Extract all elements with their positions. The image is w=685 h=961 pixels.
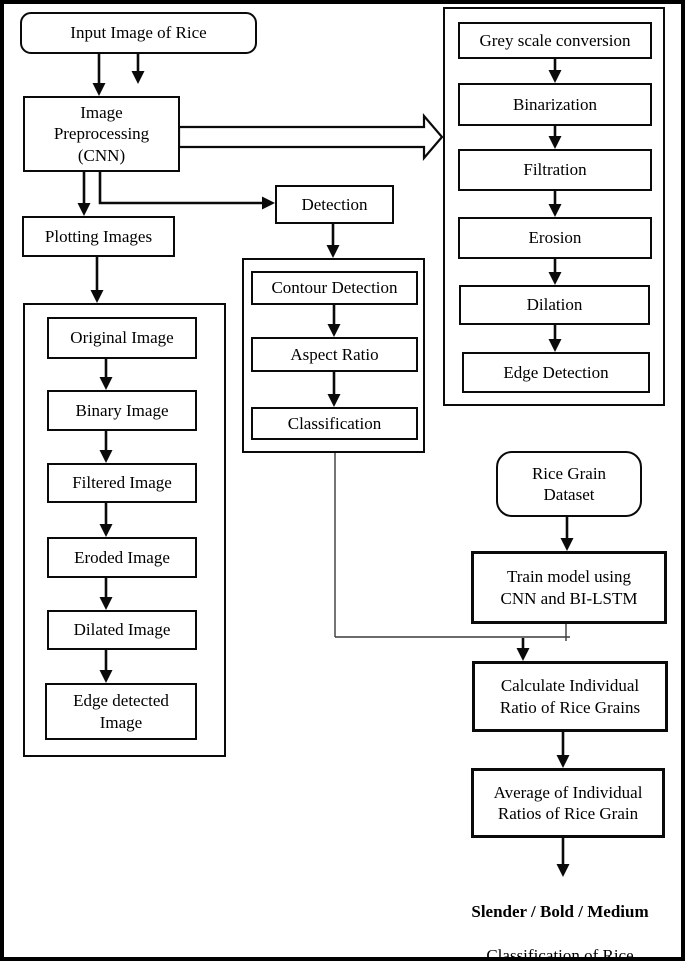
node-binary-image: Binary Image	[47, 390, 197, 431]
node-aspect-ratio: Aspect Ratio	[251, 337, 418, 372]
node-classification: Classification	[251, 407, 418, 440]
preprocessing-steps-group-box	[443, 7, 665, 406]
node-contour-detection: Contour Detection	[251, 271, 418, 305]
node-edge-detection: Edge Detection	[462, 352, 650, 393]
node-train-model-cnn-bilstm: Train model using CNN and BI-LSTM	[471, 551, 667, 624]
node-original-image: Original Image	[47, 317, 197, 359]
detection-steps-group-box	[242, 258, 425, 453]
node-dilation: Dilation	[459, 285, 650, 325]
result-description-text: Classification of Rice Grains	[486, 946, 634, 961]
junction-line-classification-to-calculate	[334, 453, 570, 641]
node-binarization: Binarization	[458, 83, 652, 126]
node-erosion: Erosion	[458, 217, 652, 259]
hollow-arrow-preprocessing-to-pipeline	[177, 113, 444, 161]
plotted-images-group-box	[23, 303, 226, 757]
node-dilated-image: Dilated Image	[47, 610, 197, 650]
node-filtration: Filtration	[458, 149, 652, 191]
node-average-of-individual-ratios: Average of Individual Ratios of Rice Gra…	[471, 768, 665, 838]
result-categories-text: Slender / Bold / Medium	[471, 902, 649, 922]
flow-arrows	[77, 54, 574, 877]
node-grey-scale-conversion: Grey scale conversion	[458, 22, 652, 59]
node-filtered-image: Filtered Image	[47, 463, 197, 503]
node-edge-detected-image: Edge detected Image	[45, 683, 197, 740]
node-rice-grain-dataset: Rice Grain Dataset	[496, 451, 642, 517]
node-eroded-image: Eroded Image	[47, 537, 197, 578]
node-plotting-images: Plotting Images	[22, 216, 175, 257]
node-calculate-individual-ratio: Calculate Individual Ratio of Rice Grain…	[472, 661, 668, 732]
node-input-image-of-rice: Input Image of Rice	[20, 12, 257, 54]
node-image-preprocessing-cnn: Image Preprocessing (CNN)	[23, 96, 180, 172]
node-detection: Detection	[275, 185, 394, 224]
result-classification-label: Slender / Bold / Medium Classification o…	[445, 879, 675, 961]
